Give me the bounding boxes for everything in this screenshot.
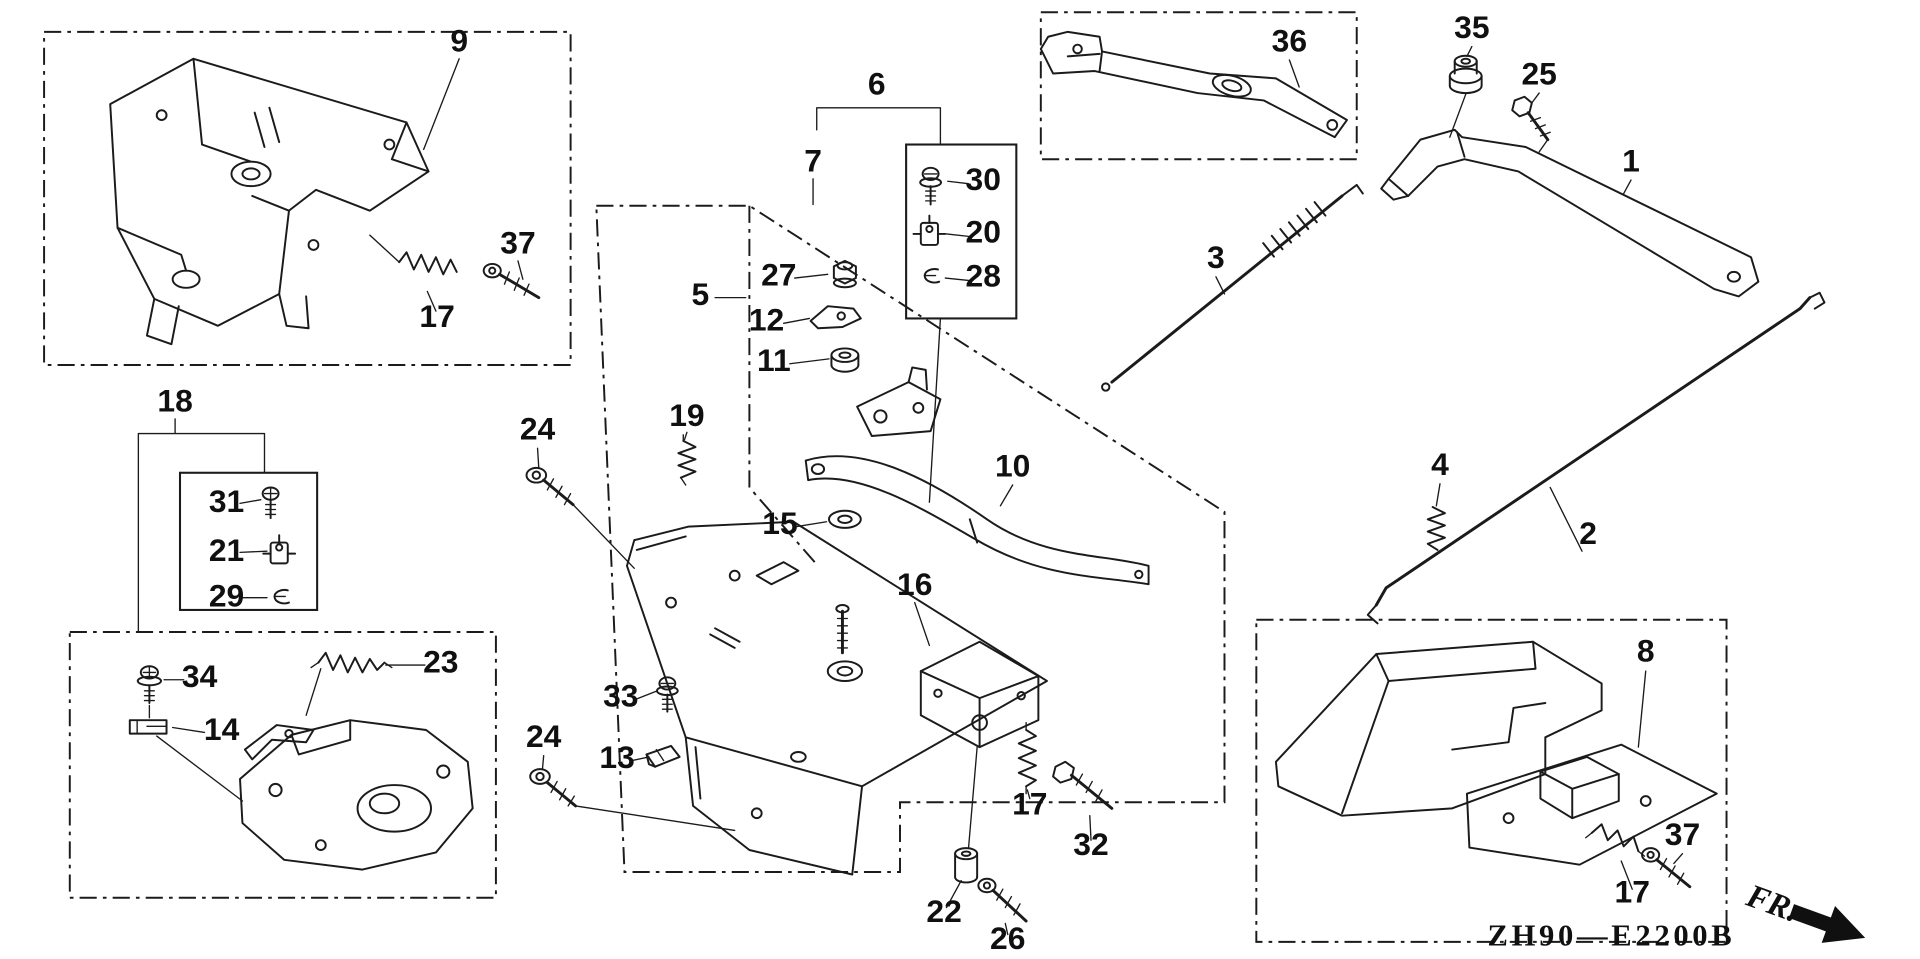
part-1-control-lever bbox=[1380, 128, 1760, 298]
part-11-collar bbox=[830, 347, 860, 373]
callout-5: 5 bbox=[692, 276, 710, 312]
callout-33: 33 bbox=[603, 678, 638, 714]
part-10-control-arm bbox=[804, 455, 1150, 586]
part-14-clip-stay bbox=[128, 704, 244, 802]
group-box-control-assembly bbox=[595, 204, 1226, 874]
part-group-box-31-21-29 bbox=[178, 471, 319, 611]
callout-32: 32 bbox=[1073, 826, 1108, 862]
control-stopper-bracket bbox=[239, 719, 474, 871]
callout-7: 7 bbox=[804, 142, 822, 178]
part-25-bolt bbox=[1511, 95, 1551, 142]
part-21-pivot-joint bbox=[262, 534, 297, 565]
part-27-flange-nut bbox=[832, 259, 857, 289]
fr-arrow-icon bbox=[1789, 904, 1866, 943]
part-15-washer bbox=[828, 509, 862, 529]
part-29-clip bbox=[273, 588, 290, 605]
callout-29: 29 bbox=[209, 577, 244, 613]
callout-15: 15 bbox=[762, 505, 797, 541]
callout-11: 11 bbox=[757, 342, 791, 378]
part-12-choke-lever bbox=[809, 305, 862, 330]
part-13-clip bbox=[645, 744, 681, 768]
part-19-spring bbox=[677, 434, 697, 486]
stud-bolt bbox=[835, 604, 850, 655]
callout-20: 20 bbox=[966, 214, 1001, 250]
part-35-grommet bbox=[1448, 54, 1483, 95]
part-20-trunnion bbox=[912, 214, 947, 246]
callout-30: 30 bbox=[966, 161, 1001, 197]
callout-17-c: 17 bbox=[1615, 874, 1650, 910]
callout-23: 23 bbox=[423, 643, 458, 679]
part-28-clip bbox=[923, 268, 941, 284]
fr-label: FR. bbox=[1741, 878, 1803, 930]
callout-14: 14 bbox=[204, 711, 240, 747]
part-23-spring bbox=[305, 651, 393, 716]
front-direction-indicator: FR. bbox=[1741, 878, 1866, 943]
callout-2: 2 bbox=[1579, 515, 1597, 551]
callout-4: 4 bbox=[1431, 446, 1449, 482]
callout-21: 21 bbox=[209, 532, 244, 568]
callout-28: 28 bbox=[966, 258, 1001, 294]
callout-9: 9 bbox=[450, 22, 468, 58]
install-line-box-to-pivot bbox=[928, 317, 942, 503]
part-3-governor-spring bbox=[1101, 183, 1364, 392]
group-box-part-36 bbox=[1039, 11, 1358, 161]
part-9-engine-bracket bbox=[109, 57, 430, 346]
control-base-plate bbox=[625, 520, 1048, 876]
callout-27: 27 bbox=[761, 256, 796, 292]
callout-17-a: 17 bbox=[419, 298, 454, 334]
callout-17-b: 17 bbox=[1012, 785, 1047, 821]
callout-37-b: 37 bbox=[1665, 816, 1700, 852]
callout-16: 16 bbox=[897, 566, 932, 602]
part-24-bolt-upper bbox=[525, 466, 635, 569]
part-37-bolt-a bbox=[482, 262, 541, 300]
callout-1: 1 bbox=[1622, 142, 1640, 178]
callout-6-bracket-lines bbox=[812, 107, 942, 206]
callout-35: 35 bbox=[1454, 9, 1489, 45]
part-22-collar bbox=[954, 746, 979, 884]
leader-lines bbox=[163, 45, 1684, 936]
callout-26: 26 bbox=[990, 920, 1025, 956]
callout-37-a: 37 bbox=[500, 225, 535, 261]
callout-10: 10 bbox=[995, 447, 1030, 483]
group-box-stopper-assembly bbox=[68, 631, 497, 899]
part-17-spring-c bbox=[1585, 823, 1646, 857]
part-34-screw bbox=[136, 665, 162, 705]
part-17-spring-a bbox=[369, 234, 458, 276]
callout-8: 8 bbox=[1637, 632, 1655, 668]
diagram-code: ZH90—E2200B bbox=[1487, 919, 1735, 953]
callout-3: 3 bbox=[1207, 239, 1225, 275]
callout-22: 22 bbox=[926, 893, 961, 929]
callout-25: 25 bbox=[1521, 56, 1556, 92]
callout-24-b: 24 bbox=[526, 718, 562, 754]
part-4-spring bbox=[1426, 506, 1446, 551]
part-32-bolt bbox=[1052, 760, 1114, 810]
part-31-screw bbox=[261, 486, 280, 520]
callout-12: 12 bbox=[749, 302, 784, 338]
callout-24-a: 24 bbox=[520, 411, 556, 447]
group-box-air-guide bbox=[1255, 618, 1728, 943]
callout-18: 18 bbox=[157, 383, 192, 419]
part-group-box-30-20-28 bbox=[905, 143, 1018, 320]
part-26-bolt bbox=[977, 877, 1028, 923]
callout-34: 34 bbox=[182, 658, 218, 694]
callout-31: 31 bbox=[209, 483, 244, 519]
callout-13: 13 bbox=[599, 739, 634, 775]
part-37-bolt-b bbox=[1641, 847, 1692, 889]
choke-pivot-plate bbox=[856, 366, 942, 438]
callout-19: 19 bbox=[669, 397, 704, 433]
part-30-screw bbox=[919, 166, 942, 206]
part-16-wire-bracket bbox=[919, 640, 1040, 749]
part-36-pivot-bracket bbox=[1039, 30, 1348, 139]
part-2-choke-rod bbox=[1366, 291, 1826, 625]
callout-36: 36 bbox=[1272, 22, 1307, 58]
part-24-bolt-lower bbox=[529, 768, 736, 832]
group-divider-line bbox=[748, 205, 819, 567]
part-17-spring-b bbox=[1017, 721, 1037, 795]
callout-18-bracket-lines bbox=[137, 418, 266, 633]
part-8-air-guide bbox=[1274, 640, 1718, 866]
callout-6: 6 bbox=[868, 65, 886, 101]
